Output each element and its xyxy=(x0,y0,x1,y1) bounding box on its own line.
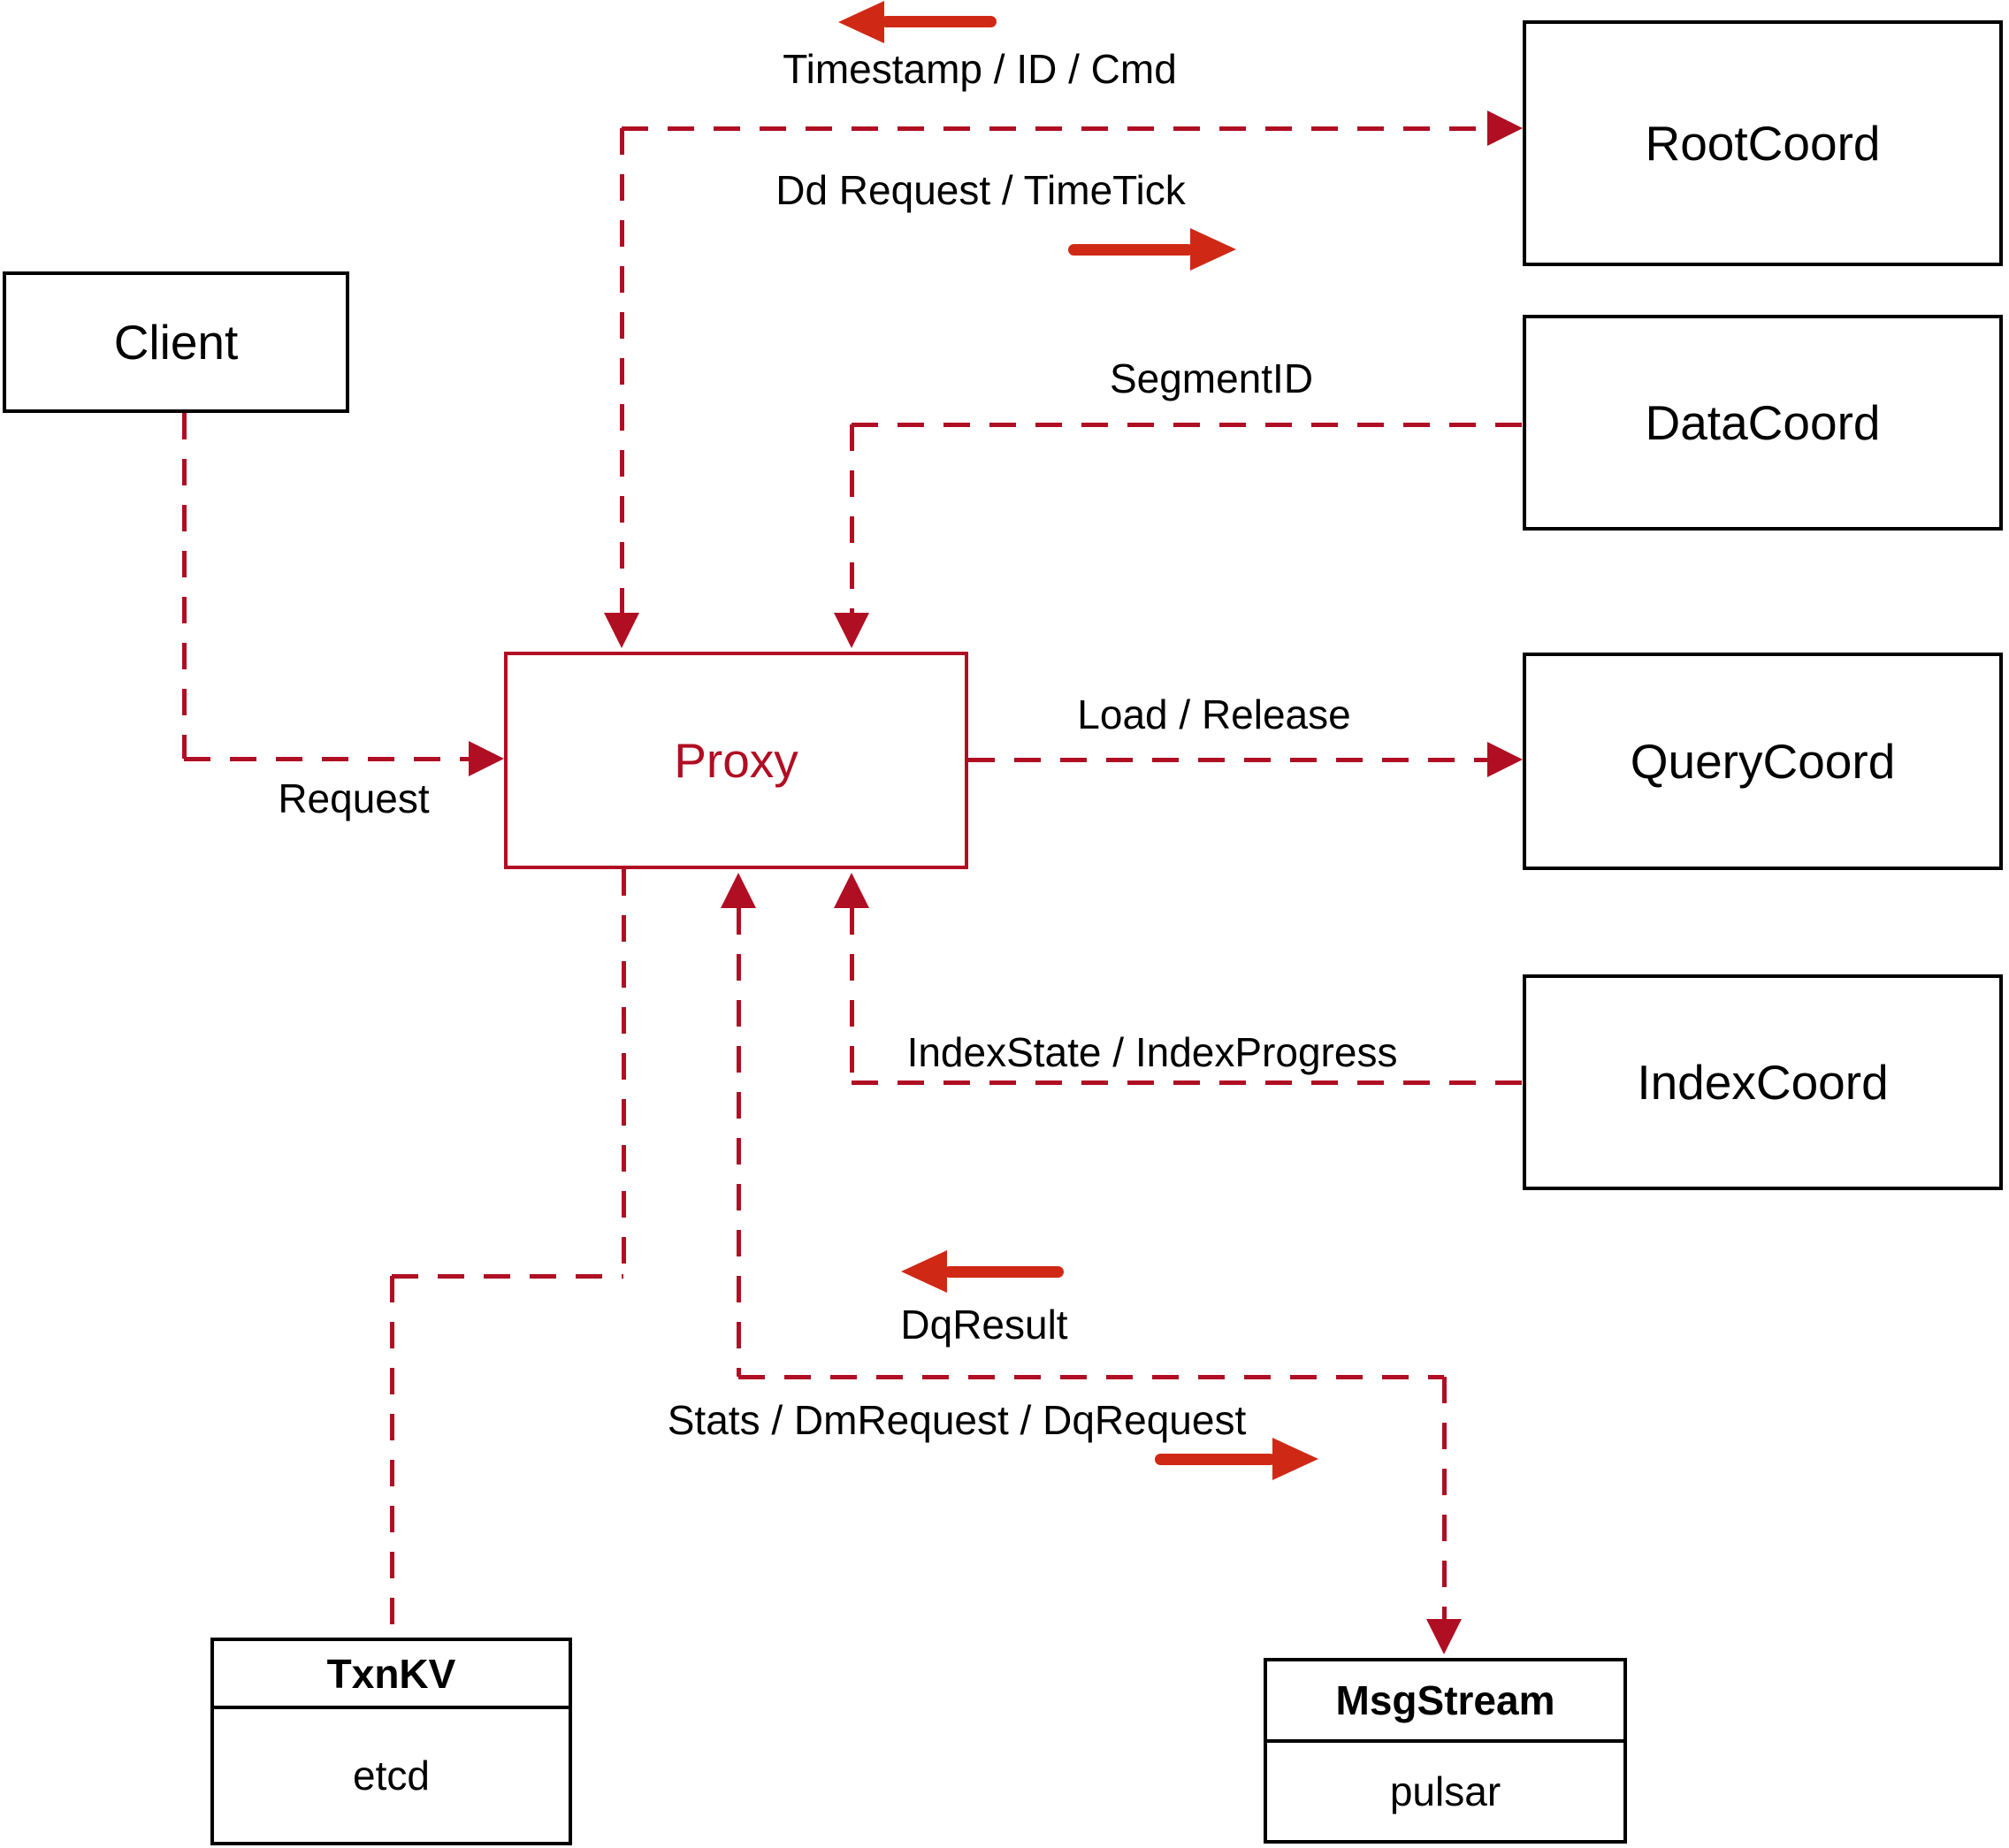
edge-proxy-msgstream-vertical-2 xyxy=(1442,1377,1447,1619)
direction-arrow-right-stats-shaft xyxy=(1155,1454,1276,1465)
direction-arrow-right-ddrequest-shaft xyxy=(1068,244,1194,256)
edge-label-index-state-progress: IndexState / IndexProgress xyxy=(906,1029,1398,1075)
edge-label-request: Request xyxy=(278,775,430,821)
direction-arrow-right-stats-icon xyxy=(1272,1438,1318,1480)
arrowhead-into-proxy-bottom-right-icon xyxy=(834,873,869,908)
direction-arrow-left-dqresult-icon xyxy=(901,1250,947,1293)
edge-proxy-msgstream-vertical-1 xyxy=(737,908,741,1377)
node-datacoord: DataCoord xyxy=(1523,315,2003,531)
edge-client-proxy-vertical xyxy=(182,413,187,759)
node-client: Client xyxy=(3,271,349,413)
edge-label-load-release: Load / Release xyxy=(1077,691,1351,737)
arrowhead-into-proxy-top-left-icon xyxy=(604,613,639,648)
node-querycoord: QueryCoord xyxy=(1523,653,2003,870)
edge-proxy-txnkv-vertical-1 xyxy=(622,869,626,1276)
edge-proxy-rootcoord-vertical xyxy=(620,128,624,613)
direction-arrow-left-timestamp-shaft xyxy=(881,16,997,27)
edge-label-dq-result: DqResult xyxy=(900,1302,1068,1348)
node-indexcoord-label: IndexCoord xyxy=(1637,1055,1889,1110)
edge-proxy-rootcoord-horizontal xyxy=(622,126,1487,131)
node-msgstream-impl: pulsar xyxy=(1389,1768,1501,1814)
node-txnkv-impl: etcd xyxy=(353,1753,430,1798)
direction-arrow-left-dqresult-shaft xyxy=(943,1266,1064,1278)
node-msgstream: MsgStream pulsar xyxy=(1264,1658,1627,1844)
edge-indexcoord-proxy-horizontal xyxy=(852,1081,1523,1085)
edge-proxy-txnkv-horizontal xyxy=(392,1274,623,1279)
arrowhead-into-rootcoord-icon xyxy=(1487,111,1523,146)
node-txnkv: TxnKV etcd xyxy=(210,1638,572,1845)
edge-datacoord-proxy-horizontal xyxy=(852,423,1523,427)
node-txnkv-title: TxnKV xyxy=(214,1641,569,1709)
arrowhead-into-msgstream-icon xyxy=(1426,1619,1462,1654)
edge-label-stats-dm-dq: Stats / DmRequest / DqRequest xyxy=(667,1397,1247,1443)
node-client-label: Client xyxy=(113,315,239,370)
edge-indexcoord-proxy-vertical xyxy=(850,908,854,1081)
node-querycoord-label: QueryCoord xyxy=(1630,734,1896,789)
edge-label-dd-request-timetick: Dd Request / TimeTick xyxy=(775,167,1186,213)
edge-datacoord-proxy-vertical xyxy=(850,424,854,613)
direction-arrow-right-ddrequest-icon xyxy=(1190,228,1236,271)
edge-proxy-msgstream-horizontal xyxy=(738,1375,1444,1379)
edge-proxy-querycoord-horizontal xyxy=(968,758,1487,762)
arrowhead-into-proxy-left-icon xyxy=(469,741,504,776)
edge-client-proxy-horizontal xyxy=(184,757,469,761)
direction-arrow-left-timestamp-icon xyxy=(838,1,884,43)
arrowhead-into-querycoord-icon xyxy=(1487,742,1523,777)
node-rootcoord: RootCoord xyxy=(1523,20,2003,266)
node-msgstream-title: MsgStream xyxy=(1267,1661,1623,1743)
edge-proxy-txnkv-vertical-2 xyxy=(390,1276,394,1638)
node-proxy: Proxy xyxy=(504,652,968,869)
node-datacoord-label: DataCoord xyxy=(1645,395,1881,450)
arrowhead-into-proxy-bottom-left-icon xyxy=(721,873,756,908)
edge-label-segment-id: SegmentID xyxy=(1109,355,1314,401)
edge-label-timestamp-id-cmd: Timestamp / ID / Cmd xyxy=(783,46,1177,92)
node-rootcoord-label: RootCoord xyxy=(1645,116,1881,171)
node-proxy-label: Proxy xyxy=(674,733,798,788)
node-indexcoord: IndexCoord xyxy=(1523,974,2003,1190)
arrowhead-into-proxy-top-right-icon xyxy=(834,613,869,648)
